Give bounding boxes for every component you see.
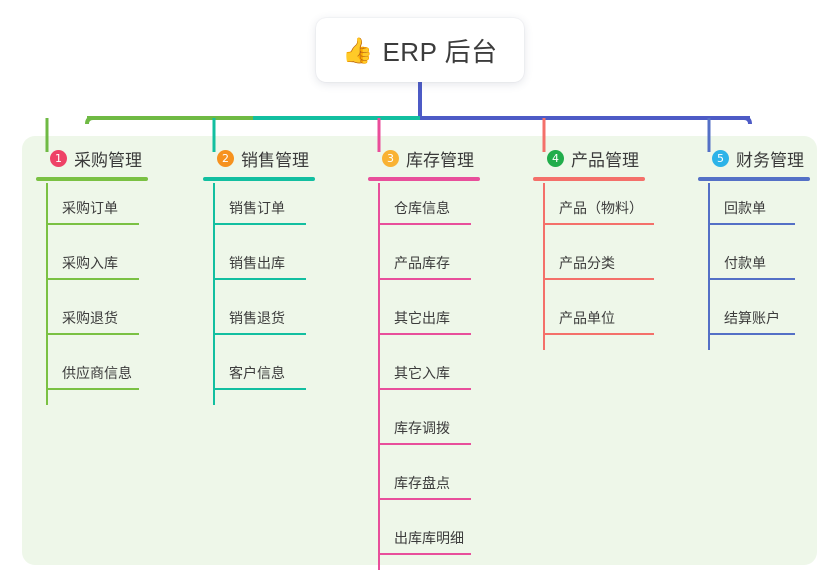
branch-item-label: 产品单位 [559,310,615,326]
branch-item-rule [544,223,654,225]
branch-item-rule [214,223,306,225]
branch-item-rule [47,388,139,390]
branch-title: 库存管理 [406,150,474,170]
branch-column-3: 3 库存管理仓库信息产品库存其它出库其它入库库存调拨库存盘点出库库明细 [368,146,480,566]
connector-corner-right [743,116,752,125]
branch-item-label: 销售出库 [229,255,285,271]
branch-number-badge: 2 [217,149,234,167]
branch-item-rule [379,223,471,225]
branch-item-label: 销售订单 [229,200,285,216]
branch-column-1: 1 采购管理采购订单采购入库采购退货供应商信息 [36,146,148,401]
diagram-background-panel [22,136,817,565]
branch-item[interactable]: 库存盘点 [368,456,480,511]
branch-item-rule [544,333,654,335]
branch-item-label: 客户信息 [229,365,285,381]
branch-item-rule [379,553,471,555]
branch-header-rule [368,177,480,181]
root-node-label: ERP 后台 [382,36,498,67]
branch-item[interactable]: 产品单位 [533,291,654,346]
branch-header-rule [698,177,810,181]
connector-corner-left [85,116,94,125]
branch-item-label: 其它入库 [394,365,450,381]
branch-item-rule [47,278,139,280]
branch-item-rule [379,333,471,335]
branch-title: 财务管理 [736,150,804,170]
branch-item[interactable]: 客户信息 [203,346,315,401]
branch-item-rule [709,223,795,225]
branch-item-rule [709,278,795,280]
branch-column-4: 4 产品管理产品（物料） 产品分类产品单位 [533,146,654,346]
branch-column-2: 2 销售管理销售订单销售出库销售退货客户信息 [203,146,315,401]
branch-item-rule [47,333,139,335]
branch-column-5: 5 财务管理回款单付款单结算账户 [698,146,810,346]
branch-item-label: 采购入库 [62,255,118,271]
branch-item-label: 采购退货 [62,310,118,326]
branch-item-label: 产品分类 [559,255,615,271]
branch-item-label: 采购订单 [62,200,118,216]
branch-header-rule [203,177,315,181]
branch-item-rule [379,443,471,445]
branch-item[interactable]: 销售订单 [203,181,315,236]
branch-item[interactable]: 出库库明细 [368,511,480,566]
branch-item-label: 回款单 [724,200,766,216]
branch-title: 销售管理 [241,150,309,170]
branch-items: 采购订单采购入库采购退货供应商信息 [36,181,148,401]
branch-item-label: 库存盘点 [394,475,450,491]
branch-item[interactable]: 销售退货 [203,291,315,346]
branch-item-label: 供应商信息 [62,365,132,381]
branch-header-5[interactable]: 5 财务管理 [698,146,810,170]
branch-item-label: 仓库信息 [394,200,450,216]
branch-number-badge: 4 [547,149,564,167]
branch-item[interactable]: 付款单 [698,236,810,291]
branch-item[interactable]: 产品（物料） [533,181,654,236]
branch-item-label: 产品（物料） [559,200,643,216]
branch-header-1[interactable]: 1 采购管理 [36,146,148,170]
branch-item-rule [379,388,471,390]
branch-header-3[interactable]: 3 库存管理 [368,146,480,170]
branch-item[interactable]: 回款单 [698,181,810,236]
branch-item[interactable]: 产品库存 [368,236,480,291]
branch-item-label: 结算账户 [724,310,780,326]
branch-item[interactable]: 供应商信息 [36,346,148,401]
branch-item-rule [544,278,654,280]
branch-item-rule [709,333,795,335]
root-node[interactable]: 👍 ERP 后台 [316,18,524,82]
branch-header-rule [36,177,148,181]
branch-item-rule [214,333,306,335]
branch-title: 采购管理 [74,150,142,170]
branch-number-badge: 1 [50,149,67,167]
branch-items: 回款单付款单结算账户 [698,181,810,346]
branch-item[interactable]: 其它入库 [368,346,480,401]
branch-item[interactable]: 采购退货 [36,291,148,346]
branch-item-label: 销售退货 [229,310,285,326]
branch-items: 仓库信息产品库存其它出库其它入库库存调拨库存盘点出库库明细 [368,181,480,566]
branch-header-2[interactable]: 2 销售管理 [203,146,315,170]
branch-item[interactable]: 采购入库 [36,236,148,291]
branch-item[interactable]: 销售出库 [203,236,315,291]
branch-item-label: 库存调拨 [394,420,450,436]
branch-items: 销售订单销售出库销售退货客户信息 [203,181,315,401]
branch-item[interactable]: 结算账户 [698,291,810,346]
branch-number-badge: 5 [712,149,729,167]
branch-number-badge: 3 [382,149,399,167]
branch-item[interactable]: 其它出库 [368,291,480,346]
branch-item-rule [214,388,306,390]
branch-item[interactable]: 仓库信息 [368,181,480,236]
branch-item-rule [214,278,306,280]
branch-header-4[interactable]: 4 产品管理 [533,146,645,170]
branch-item-label: 出库库明细 [394,530,464,546]
branch-item-rule [47,223,139,225]
branch-item[interactable]: 产品分类 [533,236,654,291]
thumbs-up-icon: 👍 [342,35,374,65]
branch-title: 产品管理 [571,150,639,170]
branch-item[interactable]: 库存调拨 [368,401,480,456]
branch-item[interactable]: 采购订单 [36,181,148,236]
branch-items: 产品（物料） 产品分类产品单位 [533,181,654,346]
branch-item-rule [379,498,471,500]
branch-item-rule [379,278,471,280]
branch-item-label: 付款单 [724,255,766,271]
branch-item-label: 其它出库 [394,310,450,326]
branch-item-label: 产品库存 [394,255,450,271]
branch-header-rule [533,177,645,181]
